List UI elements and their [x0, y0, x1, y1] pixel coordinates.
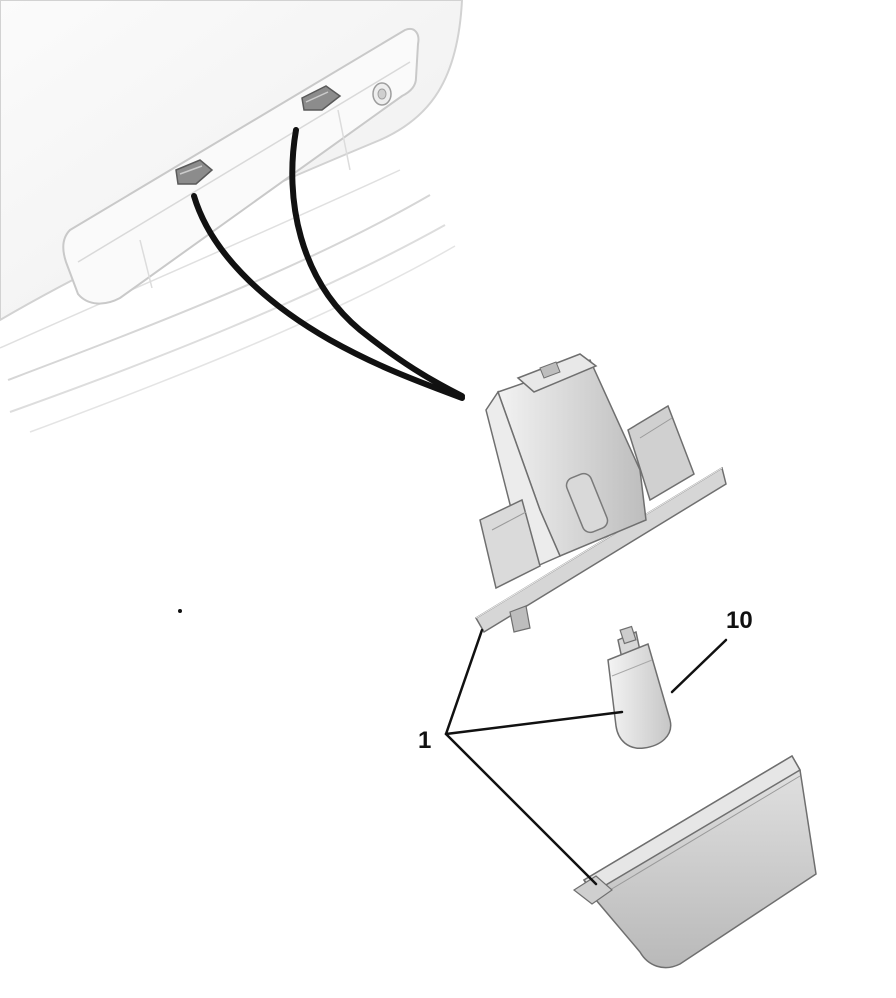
lens-cover: [572, 754, 817, 969]
screw-icon: [372, 82, 392, 106]
leader-lines: [444, 628, 728, 886]
wiring-harness: [191, 127, 465, 401]
stray-dot: [178, 609, 182, 613]
callout-label-10: 10: [726, 607, 753, 634]
lamp-socket-right: [301, 85, 342, 111]
lamp-housing: [474, 353, 727, 634]
trim-bar: [62, 28, 420, 305]
bulb: [607, 625, 672, 749]
lamp-socket-left: [175, 159, 214, 185]
callout-label-1: 1: [418, 727, 431, 754]
